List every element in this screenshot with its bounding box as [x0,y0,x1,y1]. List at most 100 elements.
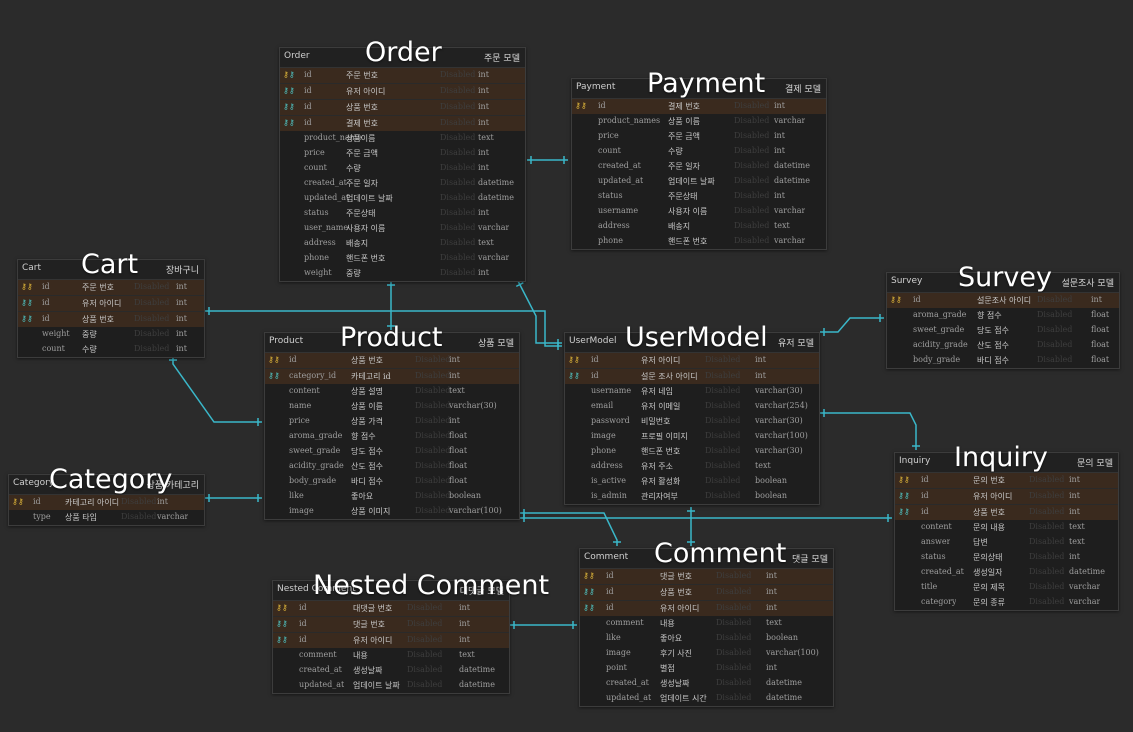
relation-line-order-usermodel[interactable] [517,280,562,344]
relation-line-product-comment[interactable] [520,512,618,546]
relation-line-survey-usermodel[interactable] [820,317,884,333]
relation-line-cart-product[interactable] [172,356,262,423]
relation-line-usermodel-inquiry[interactable] [820,412,917,450]
